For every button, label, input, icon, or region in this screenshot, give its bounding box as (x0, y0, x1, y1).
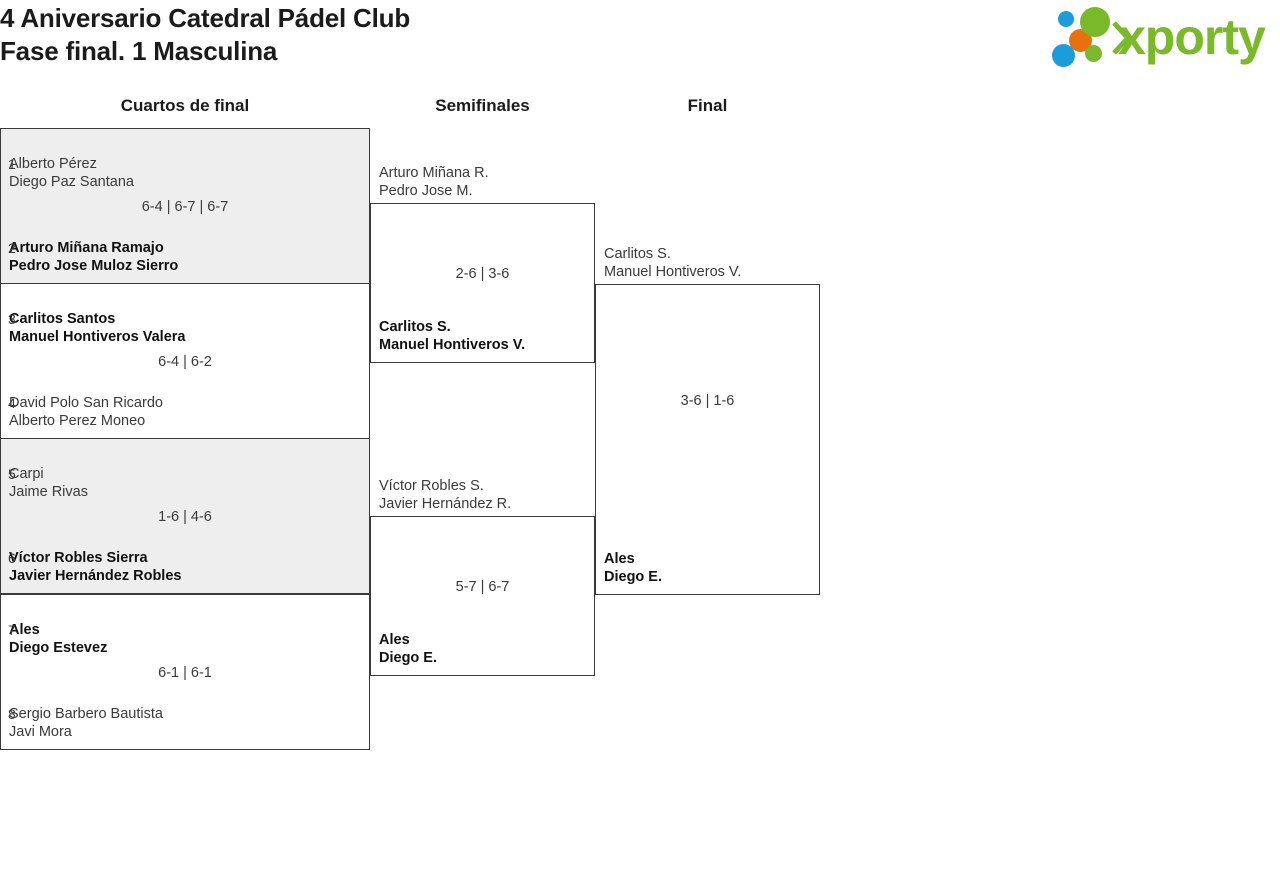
seed-number: 5 (8, 466, 16, 482)
player-name: Alberto Perez Moneo (9, 413, 146, 429)
match-score: 1-6 | 4-6 (158, 509, 212, 525)
logo-dot-blue-large-icon (1052, 44, 1075, 67)
seed-number: 1 (8, 156, 16, 172)
bracket-team[interactable]: 7 Ales Diego Estevez (1, 603, 369, 657)
logo-dot-green-small-icon (1085, 45, 1102, 62)
player-name: Víctor Robles S. (379, 478, 484, 494)
player-name: Manuel Hontiveros V. (604, 264, 742, 280)
bracket-team[interactable]: 5 Carpi Jaime Rivas (1, 447, 369, 501)
match-box[interactable]: 1 Alberto Pérez Diego Paz Santana 6-4 | … (0, 128, 370, 284)
player-name: Pedro Jose M. (379, 183, 473, 199)
team-names: Víctor Robles Sierra Javier Hernández Ro… (9, 549, 369, 585)
player-name: Ales (379, 632, 410, 648)
team-names: David Polo San Ricardo Alberto Perez Mon… (9, 394, 369, 430)
team-names: Arturo Miñana R. Pedro Jose M. (379, 164, 594, 200)
xporty-logo[interactable]: xporty (1050, 5, 1276, 67)
player-name: Diego E. (604, 569, 663, 585)
logo-wordmark: xporty (1118, 9, 1266, 65)
round-header-final: Final (687, 96, 728, 115)
match-score: 6-1 | 6-1 (158, 665, 212, 681)
player-name: Javi Mora (9, 724, 72, 740)
team-names: Arturo Miñana Ramajo Pedro Jose Muloz Si… (9, 239, 369, 275)
match-score: 2-6 | 3-6 (455, 266, 510, 282)
team-names: Carpi Jaime Rivas (9, 465, 369, 501)
bracket-team[interactable]: 1 Alberto Pérez Diego Paz Santana (1, 137, 369, 191)
bracket-team[interactable]: Carlitos S. Manuel Hontiveros V. (371, 300, 594, 354)
logo-dot-blue-small-icon (1058, 11, 1074, 27)
seed-number: 4 (8, 395, 16, 411)
player-name: Carlitos S. (379, 319, 451, 335)
seed-number: 8 (8, 706, 16, 722)
logo-dot-green-large-icon (1080, 7, 1110, 37)
bracket-team[interactable]: Ales Diego E. (596, 532, 819, 586)
team-names: Carlitos S. Manuel Hontiveros V. (379, 318, 594, 354)
page-header: 4 Aniversario Catedral Pádel Club Fase f… (0, 0, 1280, 80)
match-box[interactable]: Arturo Miñana R. Pedro Jose M. 2-6 | 3-6… (370, 165, 595, 363)
bracket-team[interactable]: 8 Sergio Barbero Bautista Javi Mora (1, 687, 369, 741)
player-name: Diego Estevez (9, 640, 108, 656)
team-names: Alberto Pérez Diego Paz Santana (9, 155, 369, 191)
seed-number: 7 (8, 622, 16, 638)
player-name: Ales (9, 622, 40, 638)
match-score: 5-7 | 6-7 (455, 579, 510, 595)
player-name: Diego E. (379, 650, 438, 666)
player-name: Carlitos Santos (9, 311, 116, 327)
team-names: Carlitos S. Manuel Hontiveros V. (604, 245, 819, 281)
player-name: Jaime Rivas (9, 484, 88, 500)
team-names: Ales Diego E. (379, 631, 594, 667)
player-name: Javier Hernández Robles (9, 568, 182, 584)
seed-number: 2 (8, 240, 16, 256)
player-name: Carlitos S. (604, 246, 671, 262)
bracket-team[interactable]: Arturo Miñana R. Pedro Jose M. (371, 146, 594, 200)
round-header-semifinals: Semifinales (435, 96, 530, 115)
team-names: Carlitos Santos Manuel Hontiveros Valera (9, 310, 369, 346)
player-name: Manuel Hontiveros Valera (9, 329, 186, 345)
logo-dots-icon (1050, 5, 1122, 67)
match-score: 6-4 | 6-7 | 6-7 (141, 199, 229, 215)
bracket-team[interactable]: 3 Carlitos Santos Manuel Hontiveros Vale… (1, 292, 369, 346)
match-box[interactable]: Víctor Robles S. Javier Hernández R. 5-7… (370, 478, 595, 676)
page-title: 4 Aniversario Catedral Pádel Club Fase f… (0, 2, 900, 68)
match-score: 3-6 | 1-6 (680, 393, 735, 409)
team-names: Ales Diego Estevez (9, 621, 369, 657)
match-box[interactable]: 3 Carlitos Santos Manuel Hontiveros Vale… (0, 283, 370, 439)
bracket-team[interactable]: 6 Víctor Robles Sierra Javier Hernández … (1, 531, 369, 585)
player-name: Sergio Barbero Bautista (9, 706, 163, 722)
logo-chevron-icon (1112, 21, 1132, 55)
player-name: Manuel Hontiveros V. (379, 337, 526, 353)
player-name: Ales (604, 551, 635, 567)
match-box[interactable]: 5 Carpi Jaime Rivas 1-6 | 4-6 6 Víctor R… (0, 438, 370, 594)
player-name: Alberto Pérez (9, 156, 97, 172)
player-name: Diego Paz Santana (9, 174, 134, 190)
team-names: Sergio Barbero Bautista Javi Mora (9, 705, 369, 741)
seed-number: 6 (8, 550, 16, 566)
bracket-team[interactable]: 2 Arturo Miñana Ramajo Pedro Jose Muloz … (1, 221, 369, 275)
bracket-team[interactable]: Víctor Robles S. Javier Hernández R. (371, 459, 594, 513)
player-name: Víctor Robles Sierra (9, 550, 148, 566)
team-names: Víctor Robles S. Javier Hernández R. (379, 477, 594, 513)
player-name: Arturo Miñana Ramajo (9, 240, 164, 256)
player-name: Javier Hernández R. (379, 496, 512, 512)
match-box[interactable]: 7 Ales Diego Estevez 6-1 | 6-1 8 Sergio … (0, 594, 370, 750)
bracket-team[interactable]: Carlitos S. Manuel Hontiveros V. (596, 227, 819, 281)
match-score: 6-4 | 6-2 (158, 354, 212, 370)
match-box[interactable]: Carlitos S. Manuel Hontiveros V. 3-6 | 1… (595, 246, 820, 595)
player-name: Carpi (9, 466, 44, 482)
team-names: Ales Diego E. (604, 550, 819, 586)
tournament-name: 4 Aniversario Catedral Pádel Club (0, 3, 411, 33)
tournament-bracket: 1 Alberto Pérez Diego Paz Santana 6-4 | … (0, 128, 1280, 768)
bracket-team[interactable]: 4 David Polo San Ricardo Alberto Perez M… (1, 376, 369, 430)
player-name: Pedro Jose Muloz Sierro (9, 258, 179, 274)
tournament-phase: Fase final. 1 Masculina (0, 36, 278, 66)
round-header-quarterfinals: Cuartos de final (120, 96, 250, 115)
player-name: Arturo Miñana R. (379, 165, 489, 181)
seed-number: 3 (8, 311, 16, 327)
bracket-team[interactable]: Ales Diego E. (371, 613, 594, 667)
player-name: David Polo San Ricardo (9, 395, 163, 411)
